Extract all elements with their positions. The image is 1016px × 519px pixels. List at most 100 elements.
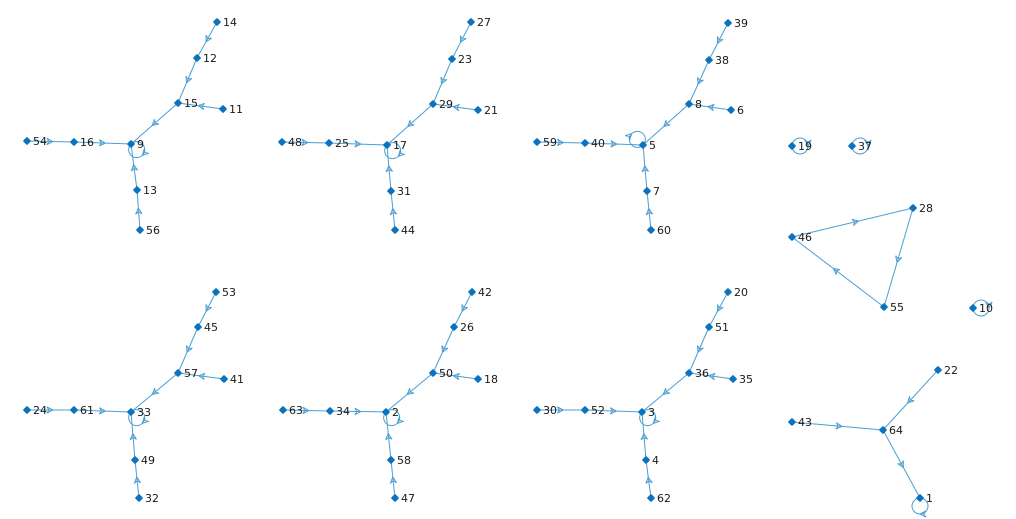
node-label-38: 38 (715, 54, 729, 67)
arrowhead-icon (354, 407, 362, 416)
edge-46-28 (791, 207, 914, 238)
node-label-8: 8 (695, 98, 702, 111)
edge-35-36 (688, 372, 734, 380)
edge-47-58 (390, 459, 396, 499)
node-label-24: 24 (33, 404, 47, 417)
edge-14-12 (196, 21, 218, 59)
arrowhead-icon (185, 75, 193, 84)
node-55 (880, 303, 888, 311)
edge-13-9 (130, 143, 138, 191)
node-32 (135, 494, 143, 502)
node-label-17: 17 (393, 139, 407, 152)
node-label-51: 51 (715, 321, 729, 334)
node-label-46: 46 (798, 231, 812, 244)
node-label-11: 11 (229, 103, 243, 116)
edge-50-2 (385, 372, 434, 413)
edge-49-33 (130, 411, 136, 461)
node-label-43: 43 (798, 416, 812, 429)
node-label-44: 44 (401, 224, 415, 237)
node-34 (326, 407, 334, 415)
arrowhead-icon (151, 119, 159, 127)
edge-63-34 (282, 409, 331, 412)
node-label-9: 9 (137, 138, 144, 151)
arrowhead-icon (130, 163, 139, 172)
node-label-20: 20 (734, 286, 748, 299)
arrowhead-icon (98, 407, 107, 415)
edge-41-57 (177, 372, 225, 380)
node-label-32: 32 (145, 492, 159, 505)
arrowhead-icon (556, 406, 565, 414)
arrowhead-icon (556, 138, 565, 147)
node-label-1: 1 (926, 492, 933, 505)
node-label-35: 35 (739, 373, 753, 386)
node-3 (638, 408, 646, 416)
node-label-23: 23 (458, 53, 472, 66)
edge-4-3 (641, 411, 647, 461)
node-label-14: 14 (223, 16, 237, 29)
node-label-49: 49 (141, 454, 155, 467)
arrowhead-icon (985, 301, 993, 310)
node-label-39: 39 (734, 17, 748, 30)
arrowhead-icon (717, 304, 724, 313)
node-5 (639, 141, 647, 149)
node-30 (533, 406, 541, 414)
arrowhead-icon (440, 76, 448, 85)
node-label-56: 56 (146, 224, 160, 237)
node-61 (70, 406, 78, 414)
node-62 (647, 494, 655, 502)
edge-51-36 (688, 326, 710, 374)
node-28 (909, 204, 917, 212)
node-label-31: 31 (397, 185, 411, 198)
node-64 (879, 426, 887, 434)
edge-26-50 (432, 326, 455, 374)
arrowhead-icon (406, 387, 414, 396)
arrowhead-icon (895, 255, 903, 264)
edge-56-13 (136, 189, 141, 231)
edge-20-51 (708, 291, 729, 328)
edge-57-33 (130, 372, 179, 413)
node-51 (705, 323, 713, 331)
edge-62-4 (645, 459, 652, 499)
arrowhead-icon (389, 476, 398, 484)
node-label-45: 45 (204, 321, 218, 334)
node-43 (788, 418, 796, 426)
arrowhead-icon (452, 103, 460, 112)
arrowhead-icon (385, 432, 393, 441)
edge-layer (26, 21, 939, 499)
edge-48-25 (281, 141, 330, 144)
edge-34-2 (329, 410, 387, 413)
arrowhead-icon (832, 267, 841, 275)
self-loop-layer (128, 130, 993, 518)
node-label-16: 16 (80, 136, 94, 149)
edge-40-5 (584, 142, 644, 146)
node-36 (685, 369, 693, 377)
edge-61-33 (73, 409, 132, 413)
arrowhead-icon (696, 345, 704, 354)
arrowhead-icon (706, 103, 715, 112)
node-46 (788, 233, 796, 241)
arrowhead-icon (640, 432, 648, 441)
edge-60-7 (646, 190, 652, 231)
node-33 (127, 408, 135, 416)
node-label-4: 4 (652, 454, 659, 467)
node-23 (448, 55, 456, 63)
arrowhead-icon (641, 164, 649, 173)
arrowhead-icon (662, 119, 671, 128)
arrowhead-icon (452, 372, 460, 381)
edge-12-15 (177, 57, 198, 104)
node-44 (391, 226, 399, 234)
node-label-5: 5 (649, 139, 656, 152)
node-17 (383, 141, 391, 149)
node-label-37: 37 (858, 140, 872, 153)
node-11 (219, 105, 227, 113)
edge-43-64 (791, 421, 884, 431)
node-label-47: 47 (401, 492, 415, 505)
node-22 (934, 366, 942, 374)
node-label-33: 33 (137, 406, 151, 419)
arrowhead-icon (205, 304, 212, 313)
edge-39-38 (708, 22, 729, 61)
node-label-55: 55 (890, 301, 904, 314)
node-49 (131, 456, 139, 464)
node-53 (212, 288, 220, 296)
arrowhead-icon (835, 422, 844, 430)
